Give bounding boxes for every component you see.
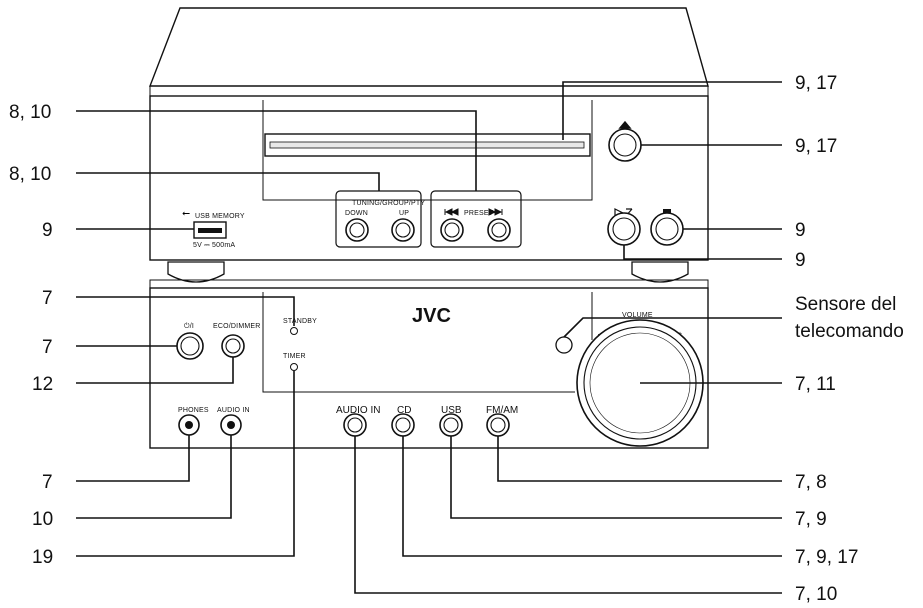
leader-audio-in-jack [76,435,232,519]
usb-rating-label: 5V ⎓ 500mA [193,242,235,249]
top-unit-foot-left [167,261,225,283]
preset-forward-button-inner [491,222,507,238]
callout-standby: 7 [42,288,53,309]
top-unit-lid-edge [149,86,709,97]
callout-fm-am: 7, 8 [795,472,827,493]
fm-am-label: FM/AM [486,405,518,416]
leader-audio-in [354,436,782,594]
audio-in-label: AUDIO IN [336,405,380,416]
phones-label: PHONES [178,407,209,414]
skip-back-icon [444,208,459,216]
callout-eco-dimmer: 12 [32,374,53,395]
callout-eject: 9, 17 [795,136,837,157]
play-pause-button-inner [612,217,636,241]
top-unit-inner-panel [262,100,593,201]
skip-forward-icon [488,208,503,216]
usb-memory-label: USB MEMORY [195,213,245,220]
callout-play-pause: 9 [795,250,806,271]
audio-in-jack-label: AUDIO IN [217,407,250,414]
callout-volume: 7, 11 [795,374,836,395]
top-unit-foot-right [631,261,689,283]
audio-in-button-inner [347,417,363,433]
bottom-unit-top-edge [149,279,709,289]
leader-remote-sensor [563,317,782,338]
timer-label: TIMER [283,353,306,360]
power-label: ⏻/I [184,322,194,330]
callout-tuning: 8, 10 [9,164,51,185]
callout-timer: 19 [32,547,53,568]
usb-symbol-icon: ⭠ [182,208,190,219]
callouts-right: 9, 17 9, 17 9 9 Sensore del telecomando … [795,73,904,605]
cd-button-inner [395,417,411,433]
leader-eco-dimmer [76,357,234,384]
callout-audio-in-jack: 10 [32,509,53,530]
timer-indicator [290,363,298,371]
callout-cd: 7, 9, 17 [795,547,858,568]
fm-am-button-inner [490,417,506,433]
leader-usb [450,436,782,519]
usb-port-slot [198,228,222,233]
leader-phones [76,435,190,482]
usb-source-button-inner [443,417,459,433]
power-button-inner [180,336,200,356]
eco-dimmer-button-inner [225,338,241,354]
usb-port-area: ⭠ USB MEMORY 5V ⎓ 500mA [182,208,245,249]
cd-label: CD [397,405,411,416]
leader-disc-slot [562,81,782,140]
remote-sensor [555,336,573,354]
callout-tuning-top: 8, 10 [9,102,51,123]
leader-timer [76,371,295,557]
disc-slot-inner [269,141,585,149]
callout-remote-sensor-1: Sensore del [795,294,896,315]
tuning-down-label: DOWN [345,210,368,217]
jvc-logo: JVC [412,305,451,327]
tuning-down-button-inner [349,222,365,238]
leader-play-pause [623,245,782,260]
callout-remote-sensor-2: telecomando [795,321,904,342]
eco-dimmer-label: ECO/DIMMER [213,323,261,330]
callout-audio-in: 7, 10 [795,584,837,603]
top-unit-lid [148,7,709,87]
preset-back-button-inner [444,222,460,238]
leader-tuning [76,172,380,191]
callout-stop: 9 [795,220,806,241]
leader-cd [402,436,782,557]
leader-fm-am [497,436,782,482]
callouts-left: 8, 10 8, 10 9 7 7 12 7 10 19 [9,102,53,568]
tuning-up-button-inner [395,222,411,238]
standby-indicator [290,327,298,335]
stop-button-inner [655,217,679,241]
preset-label: PRESET [464,210,494,217]
leader-tuning-top [76,110,477,191]
preset-group: PRESET [430,190,522,248]
callout-usb-port: 9 [42,220,53,241]
standby-label: STANDBY [283,318,317,325]
callout-disc-slot: 9, 17 [795,73,837,94]
volume-label: VOLUME [622,312,653,319]
callout-usb: 7, 9 [795,509,827,530]
tuning-up-label: UP [399,210,409,217]
phones-jack-hole [185,421,193,429]
audio-in-jack-hole [227,421,235,429]
leader-lines [76,81,782,594]
leader-standby [76,296,295,326]
callout-power: 7 [42,337,53,358]
callout-phones: 7 [42,472,53,493]
eject-button-inner [613,133,637,157]
top-unit: ⭠ USB MEMORY 5V ⎓ 500mA TUNING/GROUP/PTY… [148,7,709,283]
usb-source-label: USB [441,405,462,416]
tuning-group-label: TUNING/GROUP/PTY [352,200,425,207]
